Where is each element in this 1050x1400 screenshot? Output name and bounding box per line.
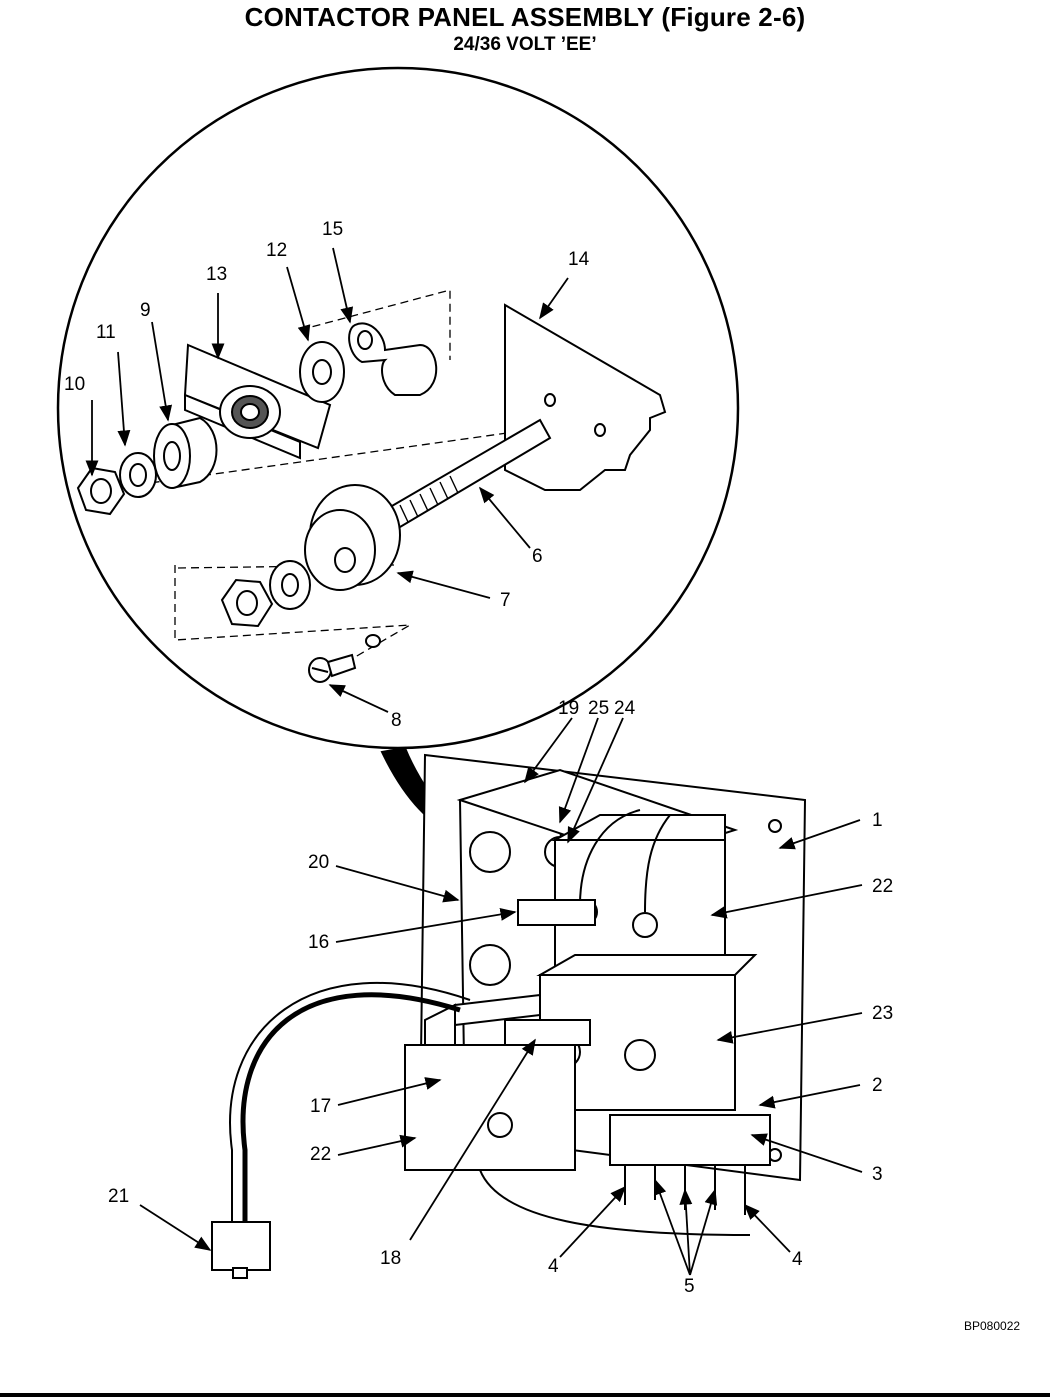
callout-4-right: 4 <box>792 1249 803 1270</box>
callout-10: 10 <box>64 374 85 395</box>
callout-9: 9 <box>140 300 151 321</box>
callout-leaders <box>85 247 863 1276</box>
callout-11: 11 <box>96 322 116 343</box>
part-22-lower-coil <box>404 1044 576 1171</box>
callout-16: 16 <box>308 932 329 953</box>
callout-22-lower: 22 <box>310 1144 331 1165</box>
part-13-bearing-plate <box>183 343 332 460</box>
part-14-bracket <box>504 303 667 491</box>
callout-2: 2 <box>872 1075 883 1096</box>
part-12-spacer <box>299 341 345 403</box>
callout-18: 18 <box>380 1248 401 1269</box>
callout-15: 15 <box>322 219 343 240</box>
bottom-rule <box>0 1393 1050 1397</box>
callout-6: 6 <box>532 546 543 567</box>
callout-20: 20 <box>308 852 329 873</box>
callout-19: 19 <box>558 698 579 719</box>
callout-17: 17 <box>310 1096 331 1117</box>
callout-7: 7 <box>500 590 511 611</box>
callout-12: 12 <box>266 240 287 261</box>
callout-8: 8 <box>391 710 402 731</box>
callout-24: 24 <box>614 698 636 719</box>
fuse-and-terminal-block <box>479 1114 771 1236</box>
callout-labels: 1 2 3 4 4 5 6 7 8 9 10 11 12 13 14 15 16… <box>64 219 1020 1333</box>
front-nut-and-washer <box>220 560 311 628</box>
figure-code: BP080022 <box>964 1319 1020 1333</box>
callout-13: 13 <box>206 264 227 285</box>
callout-14: 14 <box>568 249 590 270</box>
part-23-lower-contactor <box>536 954 758 1111</box>
part-18-link-bar <box>504 1019 591 1046</box>
part-15-terminal-lug <box>348 322 438 396</box>
part-9-spacer <box>153 416 218 489</box>
part-22-upper-coil <box>551 809 726 971</box>
page-subtitle: 24/36 VOLT ’EE’ <box>453 34 597 55</box>
part-21-wire-harness <box>211 982 471 1279</box>
page-title: CONTACTOR PANEL ASSEMBLY (Figure 2-6) <box>244 2 806 32</box>
callout-22-upper: 22 <box>872 876 893 897</box>
callout-4-left: 4 <box>548 1256 559 1277</box>
part-11-lock-washer <box>119 452 157 498</box>
callout-1: 1 <box>872 810 883 831</box>
callout-5: 5 <box>684 1276 695 1297</box>
callout-21: 21 <box>108 1186 129 1207</box>
part-8-screw <box>308 634 381 683</box>
callout-25: 25 <box>588 698 609 719</box>
callout-23: 23 <box>872 1003 893 1024</box>
detail-view-circle <box>56 66 740 750</box>
part-10-hex-nut <box>76 466 126 516</box>
part-16-bus-bar <box>517 899 596 926</box>
part-6-shaft <box>383 418 552 532</box>
part-7-cam <box>304 484 401 591</box>
callout-3: 3 <box>872 1164 883 1185</box>
